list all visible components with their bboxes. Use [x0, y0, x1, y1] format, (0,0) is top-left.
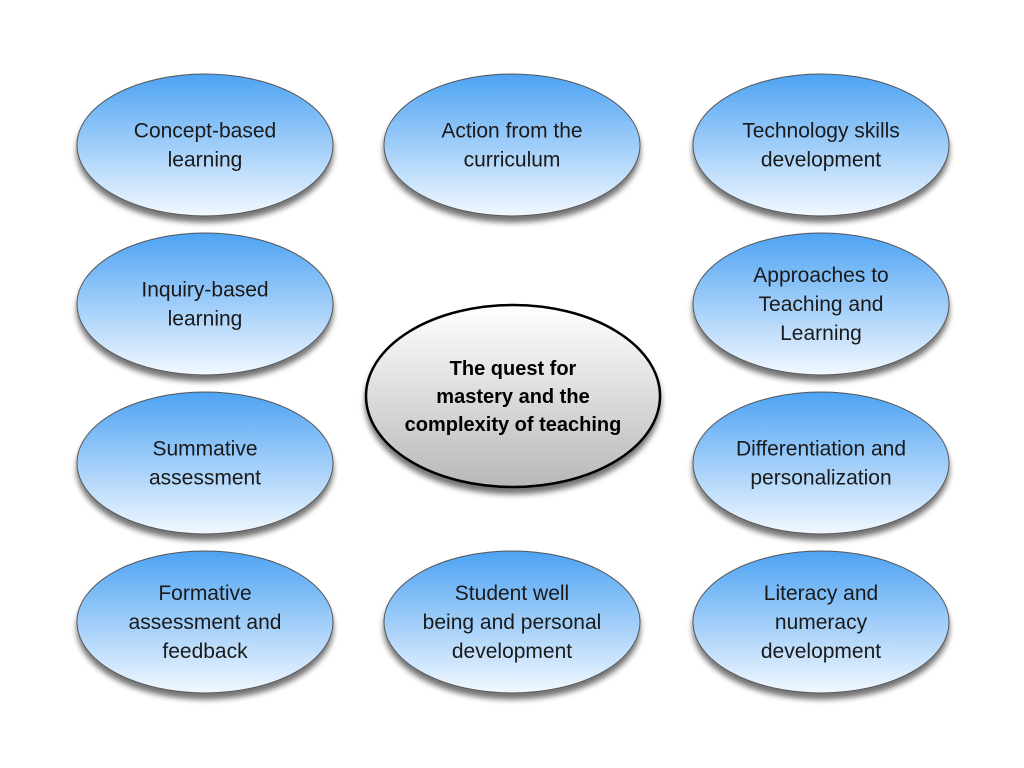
node-technology-skills-development: Technology skills development	[692, 73, 950, 217]
node-formative-assessment-and-feedback-label-line: feedback	[162, 640, 248, 663]
node-approaches-to-teaching-and-learning-label-line: Teaching and	[759, 293, 884, 316]
node-literacy-and-numeracy-development-label-line: Literacy and	[764, 582, 878, 605]
node-approaches-to-teaching-and-learning-label-line: Learning	[780, 322, 862, 345]
node-action-from-the-curriculum-label-line: Action from the	[441, 120, 582, 143]
node-concept-based-learning-label-line: learning	[168, 149, 243, 172]
node-student-well-being-label-line: Student well	[455, 582, 569, 605]
node-literacy-and-numeracy-development-shape	[692, 550, 950, 694]
node-formative-assessment-and-feedback-label-line: assessment and	[129, 611, 282, 634]
node-literacy-and-numeracy-development-label-line: numeracy	[775, 611, 868, 634]
node-differentiation-and-personalization-shape	[692, 391, 950, 535]
node-inquiry-based-learning-shape	[76, 232, 334, 376]
node-formative-assessment-and-feedback-shape	[76, 550, 334, 694]
node-action-from-the-curriculum: Action from the curriculum	[383, 73, 641, 217]
node-differentiation-and-personalization-label-line: personalization	[750, 467, 891, 490]
node-concept-based-learning-label-line: Concept-based	[134, 120, 276, 143]
central-node-label-line: mastery and the	[436, 386, 589, 408]
node-differentiation-and-personalization-label-line: Differentiation and	[736, 438, 906, 461]
node-student-well-being: Student well being and personal developmen…	[383, 550, 641, 694]
central-node-label-line: complexity of teaching	[405, 414, 622, 436]
node-action-from-the-curriculum-label-line: curriculum	[464, 149, 561, 172]
node-formative-assessment-and-feedback-label-line: Formative	[158, 582, 251, 605]
node-action-from-the-curriculum-shape	[383, 73, 641, 217]
node-inquiry-based-learning-label-line: Inquiry-based	[141, 279, 268, 302]
node-technology-skills-development-shape	[692, 73, 950, 217]
central-node-shape	[364, 303, 662, 489]
node-student-well-being-label-line: being and personal	[423, 611, 602, 634]
node-literacy-and-numeracy-development-label-line: development	[761, 640, 881, 663]
node-student-well-being-shape	[383, 550, 641, 694]
node-summative-assessment: Summative assessment	[76, 391, 334, 535]
node-formative-assessment-and-feedback: Formative assessment and feedback	[76, 550, 334, 694]
node-technology-skills-development-label-line: development	[761, 149, 881, 172]
node-summative-assessment-shape	[76, 391, 334, 535]
node-inquiry-based-learning-label-line: learning	[168, 308, 243, 331]
node-student-well-being-label-line: development	[452, 640, 572, 663]
node-differentiation-and-personalization: Differentiation and personalization	[692, 391, 950, 535]
node-technology-skills-development-label-line: Technology skills	[742, 120, 900, 143]
central-node: The quest for mastery and the complexity o…	[364, 303, 662, 489]
node-inquiry-based-learning: Inquiry-based learning	[76, 232, 334, 376]
node-concept-based-learning-shape	[76, 73, 334, 217]
central-node-label-line: The quest for	[450, 358, 577, 380]
node-approaches-to-teaching-and-learning-shape	[692, 232, 950, 376]
node-summative-assessment-label-line: assessment	[149, 467, 261, 490]
node-approaches-to-teaching-and-learning-label-line: Approaches to	[753, 264, 888, 287]
node-literacy-and-numeracy-development: Literacy and numeracy development	[692, 550, 950, 694]
node-concept-based-learning: Concept-based learning	[76, 73, 334, 217]
node-summative-assessment-label-line: Summative	[152, 438, 257, 461]
